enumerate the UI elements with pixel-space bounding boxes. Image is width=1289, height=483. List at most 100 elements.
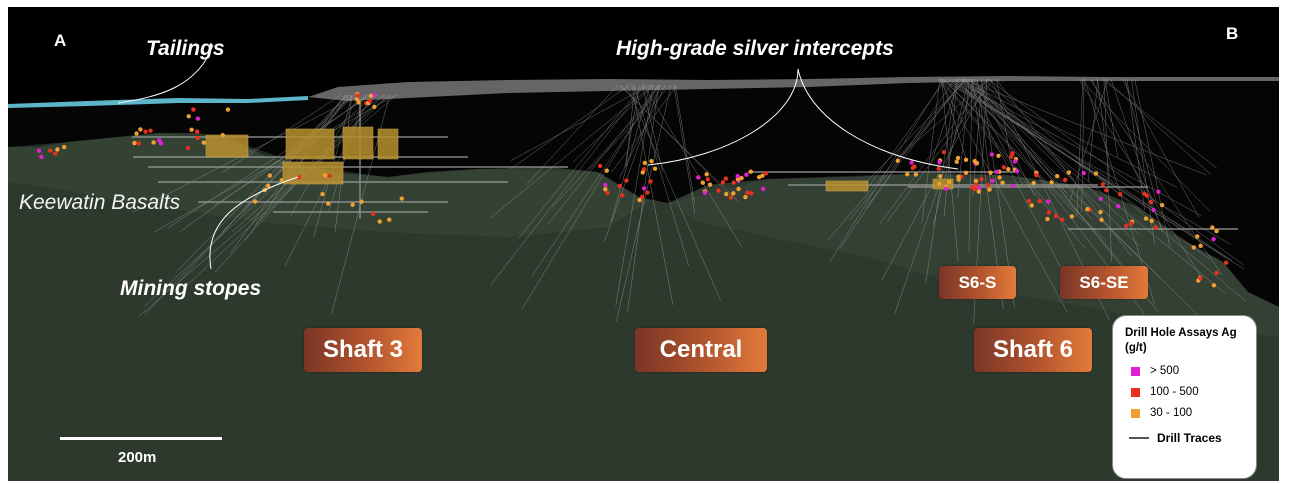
- zone-shaft-3: Shaft 3: [304, 328, 422, 372]
- section-graphics: [8, 44, 1279, 481]
- assay-point: [1066, 170, 1071, 175]
- assay-point: [1195, 234, 1200, 239]
- drill-trace: [957, 78, 1233, 261]
- drill-trace: [995, 78, 1133, 258]
- assay-point: [990, 178, 995, 184]
- legend-item-label: 100 - 500: [1150, 386, 1199, 398]
- assay-point: [637, 197, 642, 203]
- drill-trace: [675, 84, 695, 203]
- assay-point: [997, 175, 1002, 180]
- assay-point: [350, 202, 355, 207]
- assay-point: [639, 194, 645, 200]
- assay-point: [252, 199, 258, 204]
- assay-point: [739, 175, 744, 181]
- drill-trace: [962, 78, 1207, 176]
- drill-trace: [829, 78, 945, 263]
- assay-point: [1143, 216, 1149, 221]
- drill-trace: [996, 78, 1014, 170]
- assay-point: [1059, 217, 1065, 222]
- drill-trace: [962, 78, 1226, 294]
- assay-point: [326, 201, 331, 206]
- assay-point: [763, 171, 769, 176]
- assay-point: [157, 138, 162, 143]
- assay-point: [1223, 260, 1229, 265]
- assay-point: [895, 158, 901, 163]
- assay-point: [652, 166, 658, 171]
- assay-point: [955, 155, 961, 161]
- assay-point: [1191, 245, 1196, 250]
- drill-trace: [1087, 78, 1098, 183]
- assay-point: [905, 171, 910, 177]
- assay-point: [731, 180, 736, 185]
- assay-point: [189, 127, 194, 132]
- assay-point: [1198, 276, 1203, 281]
- assay-point: [1210, 225, 1215, 230]
- drill-trace: [552, 84, 666, 208]
- legend-swatch: [1131, 387, 1140, 397]
- mining-stope: [282, 161, 344, 185]
- assay-point: [700, 180, 706, 185]
- assay-point: [1142, 191, 1147, 197]
- assay-point: [720, 180, 726, 185]
- zone-s6-s: S6-S: [939, 266, 1016, 299]
- assay-point: [936, 166, 941, 171]
- assay-point: [640, 170, 645, 175]
- assay-point: [1053, 213, 1059, 219]
- drill-trace: [643, 84, 742, 247]
- drill-trace: [1122, 78, 1200, 218]
- assay-point: [1116, 204, 1121, 209]
- assay-point: [645, 190, 650, 195]
- assay-point: [937, 160, 942, 165]
- drill-trace: [572, 84, 655, 163]
- assay-point: [61, 144, 67, 150]
- assay-point: [617, 183, 623, 189]
- assay-point: [1153, 225, 1158, 230]
- intercepts-leader-2: [797, 68, 959, 170]
- drill-trace: [631, 84, 674, 305]
- assay-point: [220, 132, 225, 138]
- assay-point: [972, 186, 977, 192]
- drill-trace: [1081, 78, 1085, 213]
- basalts-annotation: Keewatin Basalts: [19, 191, 181, 214]
- drill-trace: [966, 78, 1023, 184]
- drill-trace: [626, 84, 721, 301]
- assay-point: [648, 179, 653, 184]
- drill-trace: [969, 78, 1141, 247]
- assay-point: [745, 190, 750, 195]
- assay-point: [1148, 199, 1154, 205]
- assay-point: [735, 173, 740, 179]
- topographic-surface: [308, 76, 1279, 101]
- assay-point: [597, 163, 603, 169]
- assay-point: [148, 128, 153, 133]
- intercepts-leader-1: [647, 68, 799, 166]
- assay-point: [1037, 198, 1042, 204]
- drill-trace-line-icon: [1129, 437, 1149, 439]
- assay-point: [370, 211, 376, 216]
- assay-point: [1085, 206, 1090, 212]
- assay-point: [705, 177, 711, 182]
- mining-stope: [825, 180, 869, 192]
- assay-point: [1211, 283, 1217, 288]
- assay-point: [377, 219, 382, 224]
- drill-trace: [1101, 78, 1218, 169]
- drill-trace: [1103, 78, 1112, 262]
- assay-point: [963, 170, 969, 176]
- scale-bar: [60, 437, 222, 440]
- assay-point: [356, 100, 361, 105]
- assay-point: [994, 169, 1000, 174]
- assay-point: [954, 159, 959, 165]
- assay-point: [1214, 228, 1219, 234]
- legend-swatch: [1131, 366, 1140, 376]
- drill-trace: [222, 94, 341, 173]
- assay-point: [624, 178, 629, 183]
- assay-point: [1034, 172, 1039, 178]
- assay-point: [620, 193, 625, 198]
- assay-point: [1214, 270, 1219, 276]
- assay-point: [1100, 182, 1106, 187]
- assay-point: [1123, 223, 1129, 229]
- drill-trace: [673, 84, 696, 215]
- drill-trace: [619, 84, 666, 179]
- assay-point: [704, 172, 709, 177]
- assay-point: [974, 182, 979, 187]
- drill-trace: [980, 78, 1075, 180]
